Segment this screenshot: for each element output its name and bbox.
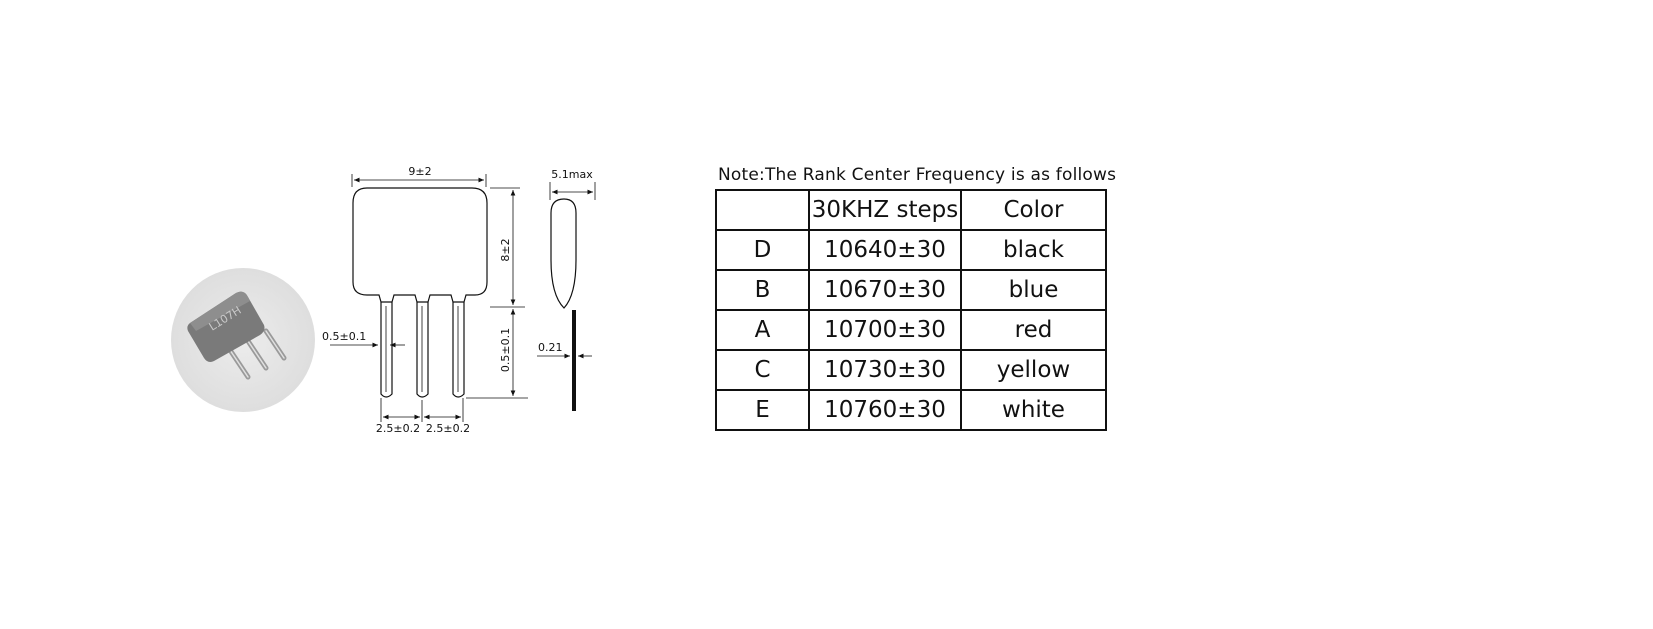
rank-cell: B [715, 269, 810, 311]
thickness-dimension [549, 182, 596, 200]
component-leads [380, 302, 465, 398]
color-cell: black [960, 229, 1107, 271]
height-dimension [490, 187, 525, 308]
frequency-cell: 10760±30 [808, 389, 962, 431]
component-body-outline [352, 187, 488, 303]
height-label: 8±2 [499, 238, 512, 261]
frequency-cell: 10730±30 [808, 349, 962, 391]
header-steps: 30KHZ steps [808, 189, 962, 231]
pitch-left-label: 2.5±0.2 [376, 422, 420, 435]
color-cell: white [960, 389, 1107, 431]
frequency-cell: 10670±30 [808, 269, 962, 311]
frequency-cell: 10640±30 [808, 229, 962, 271]
color-cell: blue [960, 269, 1107, 311]
rank-cell: C [715, 349, 810, 391]
width-dimension [351, 174, 487, 187]
table-header-row: 30KHZ steps Color [715, 189, 1107, 231]
table-note: Note:The Rank Center Frequency is as fol… [718, 165, 1117, 185]
frequency-cell: 10700±30 [808, 309, 962, 351]
side-view-body [550, 198, 577, 309]
dimension-drawing: 9±2 8±2 0.5±0.1 0.5±0.1 2.5±0.2 2.5±0.2 … [322, 165, 596, 435]
header-rank [715, 189, 810, 231]
lead-center-lines [385, 306, 459, 392]
table-row: C 10730±30 yellow [715, 349, 1107, 391]
table-row: E 10760±30 white [715, 389, 1107, 431]
table-row: D 10640±30 black [715, 229, 1107, 271]
rank-cell: A [715, 309, 810, 351]
product-photo: L107H [171, 268, 315, 412]
lead-thickness-label: 0.21 [538, 341, 563, 354]
lead-length-label: 0.5±0.1 [499, 328, 512, 372]
rank-cell: D [715, 229, 810, 271]
lead-width-label: 0.5±0.1 [322, 330, 366, 343]
lead-length-dimension [466, 309, 528, 399]
thickness-label: 5.1max [551, 168, 593, 181]
filter-component-image: L107H [187, 291, 287, 380]
pitch-right-label: 2.5±0.2 [426, 422, 470, 435]
header-color: Color [960, 189, 1107, 231]
table-row: A 10700±30 red [715, 309, 1107, 351]
rank-frequency-table: 30KHZ steps Color D 10640±30 black B 106… [715, 189, 1107, 431]
table-row: B 10670±30 blue [715, 269, 1107, 311]
width-label: 9±2 [408, 165, 431, 178]
pitch-dimension [380, 398, 464, 422]
color-cell: yellow [960, 349, 1107, 391]
color-cell: red [960, 309, 1107, 351]
rank-cell: E [715, 389, 810, 431]
